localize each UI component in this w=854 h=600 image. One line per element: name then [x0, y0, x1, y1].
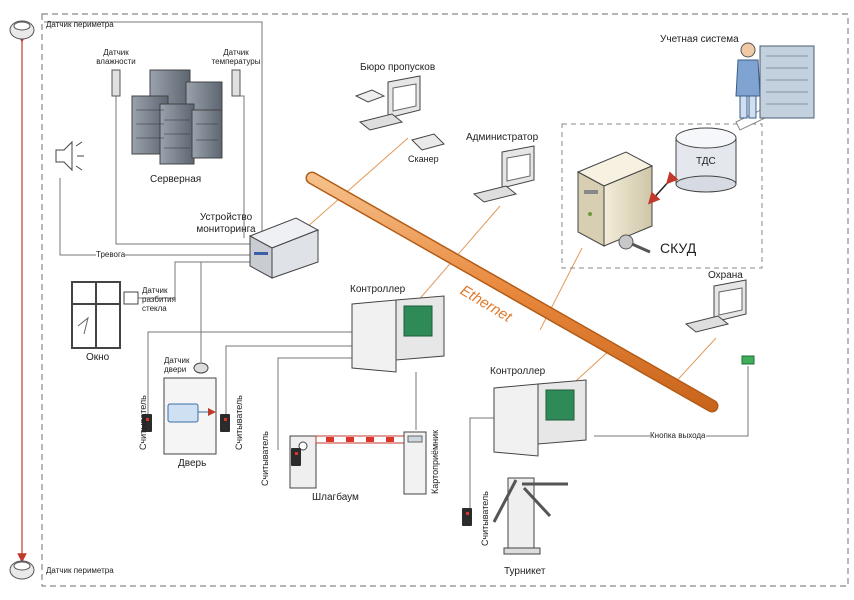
accounting-system-icon	[759, 45, 815, 119]
window-icon	[71, 281, 121, 349]
key-icon	[618, 234, 651, 254]
controller-1-icon	[351, 295, 445, 373]
alarm-label: Тревога	[96, 250, 126, 260]
controller-1-label: Контроллер	[350, 284, 406, 295]
controller-2-icon	[493, 379, 587, 457]
glass-break-sensor-label: Датчик разбития стекла	[142, 286, 176, 314]
perimeter-sensor-top-icon	[9, 20, 35, 40]
controller-2-label: Контроллер	[490, 366, 546, 377]
window-label: Окно	[86, 352, 110, 363]
door-sensor-label: Датчик двери	[164, 356, 190, 375]
admin-label: Администратор	[466, 132, 539, 143]
door-reader-left-label: Считыватель	[138, 395, 148, 450]
exit-button-label: Кнопка выхода	[650, 431, 706, 441]
barrier-reader-icon	[291, 448, 301, 466]
skud-label: СКУД	[660, 240, 697, 256]
card-receiver-label: Картоприёмник	[430, 429, 440, 494]
server-room-label: Серверная	[150, 174, 202, 185]
door-reader-right-icon	[220, 414, 230, 432]
skud-tds-link	[647, 171, 679, 205]
turnstile-label: Турникет	[504, 566, 546, 577]
skud-server-icon	[576, 151, 654, 247]
tds-label: ТДС	[696, 156, 716, 167]
pass-office-workstation-icon	[354, 75, 445, 151]
operator-person-icon	[735, 42, 761, 119]
door-icon	[163, 377, 217, 455]
skud-zone	[561, 123, 763, 269]
security-workstation-icon	[684, 279, 747, 333]
temperature-sensor-label: Датчик температуры	[211, 48, 261, 67]
barrier-icon	[289, 435, 411, 489]
monitoring-device-icon	[248, 217, 320, 279]
perimeter-boundary	[41, 13, 849, 587]
admin-workstation-icon	[472, 145, 535, 203]
perimeter-sensor-top-label: Датчик периметра	[46, 20, 114, 29]
humidity-sensor-icon	[111, 69, 121, 97]
card-receiver-icon	[403, 431, 427, 495]
glass-break-sensor-icon	[123, 291, 139, 305]
server-rack-icon	[131, 69, 223, 165]
humidity-sensor-label: Датчик влажности	[96, 48, 136, 67]
door-sensor-icon	[193, 362, 209, 374]
door-reader-right-label: Считыватель	[234, 395, 244, 450]
scanner-label: Сканер	[408, 154, 439, 164]
monitoring-device-label: Устройство мониторинга	[196, 212, 256, 235]
turnstile-reader-label: Считыватель	[480, 491, 490, 546]
perimeter-sensor-bottom-label: Датчик периметра	[46, 566, 114, 575]
turnstile-icon	[492, 477, 568, 555]
perimeter-sensor-bottom-icon	[9, 560, 35, 580]
siren-icon	[55, 140, 84, 172]
turnstile-reader-icon	[462, 508, 472, 526]
door-reader-left-icon	[142, 414, 152, 432]
security-label: Охрана	[708, 270, 743, 281]
wiring	[44, 21, 749, 512]
exit-button-icon	[741, 355, 755, 365]
door-label: Дверь	[178, 458, 207, 469]
pass-office-label: Бюро пропусков	[360, 62, 436, 73]
barrier-label: Шлагбаум	[312, 492, 359, 503]
accounting-system-label: Учетная система	[660, 34, 739, 45]
barrier-reader-label: Считыватель	[260, 431, 270, 486]
tds-database-icon	[675, 127, 737, 193]
temperature-sensor-icon	[231, 69, 241, 97]
